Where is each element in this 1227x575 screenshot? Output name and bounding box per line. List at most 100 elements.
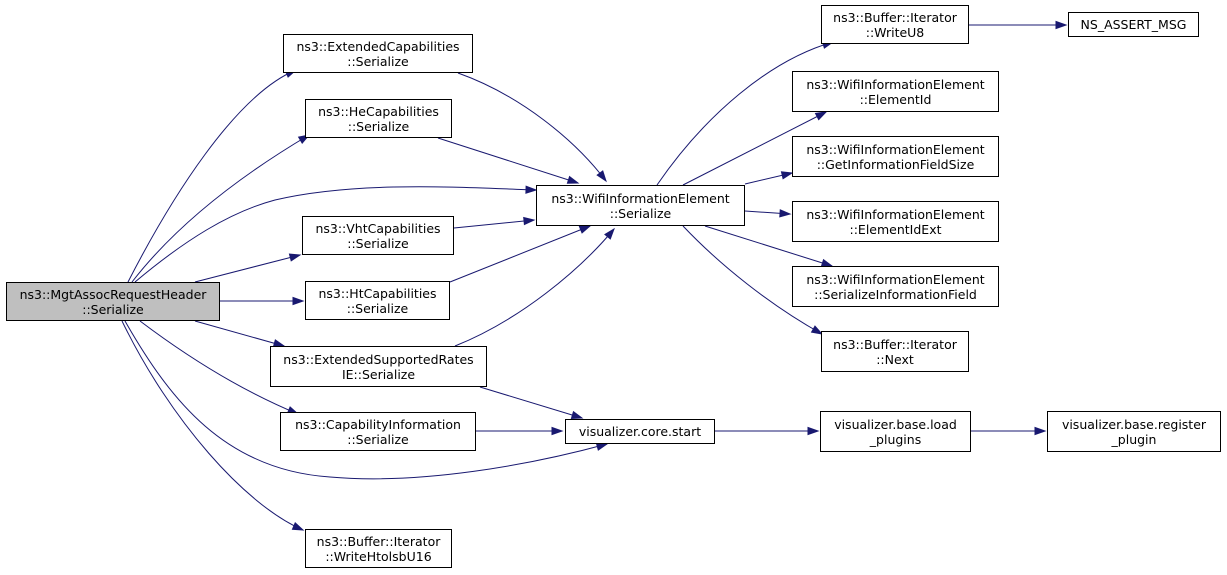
edge-root-to-viz_start: [124, 320, 609, 480]
edge-line: [127, 69, 297, 283]
edge-wie_serialize-to-elementid: [682, 111, 828, 186]
arrowhead-icon: [1055, 20, 1068, 30]
arrowhead-icon: [807, 426, 820, 436]
edge-root-to-htcap: [220, 296, 305, 306]
node-label-line2: ::Serialize: [82, 301, 144, 317]
arrowhead-icon: [292, 296, 305, 306]
edge-root-to-extrates: [194, 320, 286, 348]
arrowhead-icon: [525, 185, 538, 194]
node-label-line2: ::Serialize: [347, 53, 409, 69]
node-label-line2: _plugins: [869, 431, 922, 447]
edge-line: [134, 186, 537, 283]
node-label-line1: ns3::ExtendedSupportedRates: [283, 351, 474, 367]
arrowhead-icon: [814, 111, 828, 121]
edge-capinfo-to-viz_start: [476, 426, 564, 436]
node-hecapabilities-serialize[interactable]: ns3::HeCapabilities ::Serialize: [305, 99, 452, 138]
node-label-line1: ns3::WifiInformationElement: [806, 76, 985, 92]
edge-line: [194, 254, 301, 283]
edge-vhtcap-to-wie_serialize: [453, 216, 536, 229]
edge-line: [139, 320, 299, 415]
edge-root-to-extcap: [127, 69, 298, 283]
node-extendedcapabilities-serialize[interactable]: ns3::ExtendedCapabilities ::Serialize: [283, 34, 473, 73]
node-buffer-iterator-writeu8[interactable]: ns3::Buffer::Iterator ::WriteU8: [821, 5, 969, 44]
node-label-line2: ::Serialize: [347, 431, 409, 447]
node-label-line2: ::Serialize: [609, 205, 672, 221]
edge-wie_serialize-to-next: [682, 225, 824, 335]
node-label-line1: ns3::Buffer::Iterator: [833, 9, 957, 25]
edge-extrates-to-wie_serialize: [454, 227, 615, 347]
edge-line: [131, 134, 310, 283]
node-label-line2: ::Next: [876, 351, 914, 367]
node-buffer-iterator-next[interactable]: ns3::Buffer::Iterator ::Next: [821, 331, 969, 372]
node-label-line2: IE::Serialize: [341, 366, 416, 382]
node-label-line2: ::WriteHtolsbU16: [325, 548, 432, 564]
edge-line: [454, 228, 615, 347]
node-label-line2: ::SerializeInformationField: [814, 286, 977, 302]
edge-root-to-vhtcap: [194, 253, 302, 283]
edge-wie_serialize-to-getinfosize: [744, 171, 794, 185]
arrowhead-icon: [596, 170, 607, 183]
node-label-line2: ::ElementIdExt: [849, 221, 942, 237]
node-extendedsupportedratesie-serialize[interactable]: ns3::ExtendedSupportedRates IE::Serializ…: [270, 346, 487, 387]
node-wifiinformationelement-elementid[interactable]: ns3::WifiInformationElement ::ElementId: [792, 71, 999, 112]
edge-line: [682, 111, 827, 186]
edge-root-to-wie_serialize: [134, 185, 538, 283]
node-ns-assert-msg[interactable]: NS_ASSERT_MSG: [1068, 12, 1199, 37]
node-label-line1: ns3::HtCapabilities: [318, 285, 437, 301]
arrowhead-icon: [578, 225, 592, 234]
arrowhead-icon: [551, 426, 564, 436]
edge-writeu8-to-ns_assert: [969, 20, 1068, 30]
node-label-line1: ns3::WifiInformationElement: [551, 190, 730, 206]
edge-line: [656, 41, 834, 186]
node-label-line2: ::Serialize: [347, 235, 409, 251]
node-label-line1: visualizer.base.register: [1061, 416, 1207, 432]
arrowhead-icon: [288, 253, 302, 262]
arrowhead-icon: [570, 410, 584, 419]
node-label-line1: ns3::Buffer::Iterator: [833, 336, 957, 352]
node-wifiinformationelement-serialize[interactable]: ns3::WifiInformationElement ::Serialize: [536, 185, 745, 226]
node-label-line1: ns3::MgtAssocRequestHeader: [19, 286, 207, 302]
node-htcapabilities-serialize[interactable]: ns3::HtCapabilities ::Serialize: [305, 281, 450, 320]
node-wifiinformationelement-serializeinformationfield[interactable]: ns3::WifiInformationElement ::SerializeI…: [792, 266, 999, 307]
node-label-line2: ::WriteU8: [865, 24, 925, 40]
edge-extcap-to-wie_serialize: [457, 72, 607, 183]
node-label-line1: ns3::HeCapabilities: [318, 103, 439, 119]
node-label-line1: ns3::WifiInformationElement: [806, 141, 985, 157]
edge-line: [453, 219, 535, 229]
node-label-line2: ::ElementId: [859, 91, 932, 107]
edge-load_plugins-to-register_plugin: [971, 426, 1047, 436]
node-label-line1: ns3::VhtCapabilities: [315, 220, 441, 236]
node-buffer-iterator-writehtolsbu16[interactable]: ns3::Buffer::Iterator ::WriteHtolsbU16: [305, 529, 452, 568]
node-label-line1: visualizer.core.start: [578, 424, 702, 439]
arrowhead-icon: [1034, 426, 1047, 436]
node-visualizer-base-load-plugins[interactable]: visualizer.base.load _plugins: [820, 411, 971, 452]
node-wifiinformationelement-elementidext[interactable]: ns3::WifiInformationElement ::ElementIdE…: [792, 201, 999, 242]
node-label-line2: ::Serialize: [346, 300, 409, 316]
arrowhead-icon: [595, 442, 609, 451]
node-wifiinformationelement-getinformationfieldsize[interactable]: ns3::WifiInformationElement ::GetInforma…: [792, 136, 999, 177]
node-visualizer-core-start[interactable]: visualizer.core.start: [565, 419, 715, 444]
node-label-line1: ns3::Buffer::Iterator: [316, 533, 441, 549]
arrowhead-icon: [810, 325, 824, 335]
edge-htcap-to-wie_serialize: [449, 225, 592, 283]
node-visualizer-base-register-plugin[interactable]: visualizer.base.register _plugin: [1047, 411, 1221, 452]
node-label-line1: visualizer.base.load: [834, 416, 957, 432]
node-capabilityinformation-serialize[interactable]: ns3::CapabilityInformation ::Serialize: [280, 412, 476, 451]
node-label-line1: ns3::CapabilityInformation: [295, 416, 461, 432]
arrowhead-icon: [779, 209, 792, 218]
edge-extrates-to-viz_start: [479, 386, 584, 419]
node-vhtcapabilities-serialize[interactable]: ns3::VhtCapabilities ::Serialize: [302, 216, 454, 255]
edge-line: [124, 320, 608, 480]
arrowhead-icon: [291, 521, 305, 531]
arrowhead-icon: [566, 175, 580, 184]
node-label-line1: NS_ASSERT_MSG: [1080, 17, 1187, 32]
edge-wie_serialize-to-elementidext: [744, 209, 792, 218]
edge-root-to-writehtolsb: [121, 320, 305, 531]
node-label-line2: ::Serialize: [347, 118, 410, 134]
node-label-line2: ::GetInformationFieldSize: [816, 156, 975, 172]
edge-line: [437, 137, 579, 184]
edge-line: [449, 225, 591, 283]
edge-line: [457, 72, 607, 182]
